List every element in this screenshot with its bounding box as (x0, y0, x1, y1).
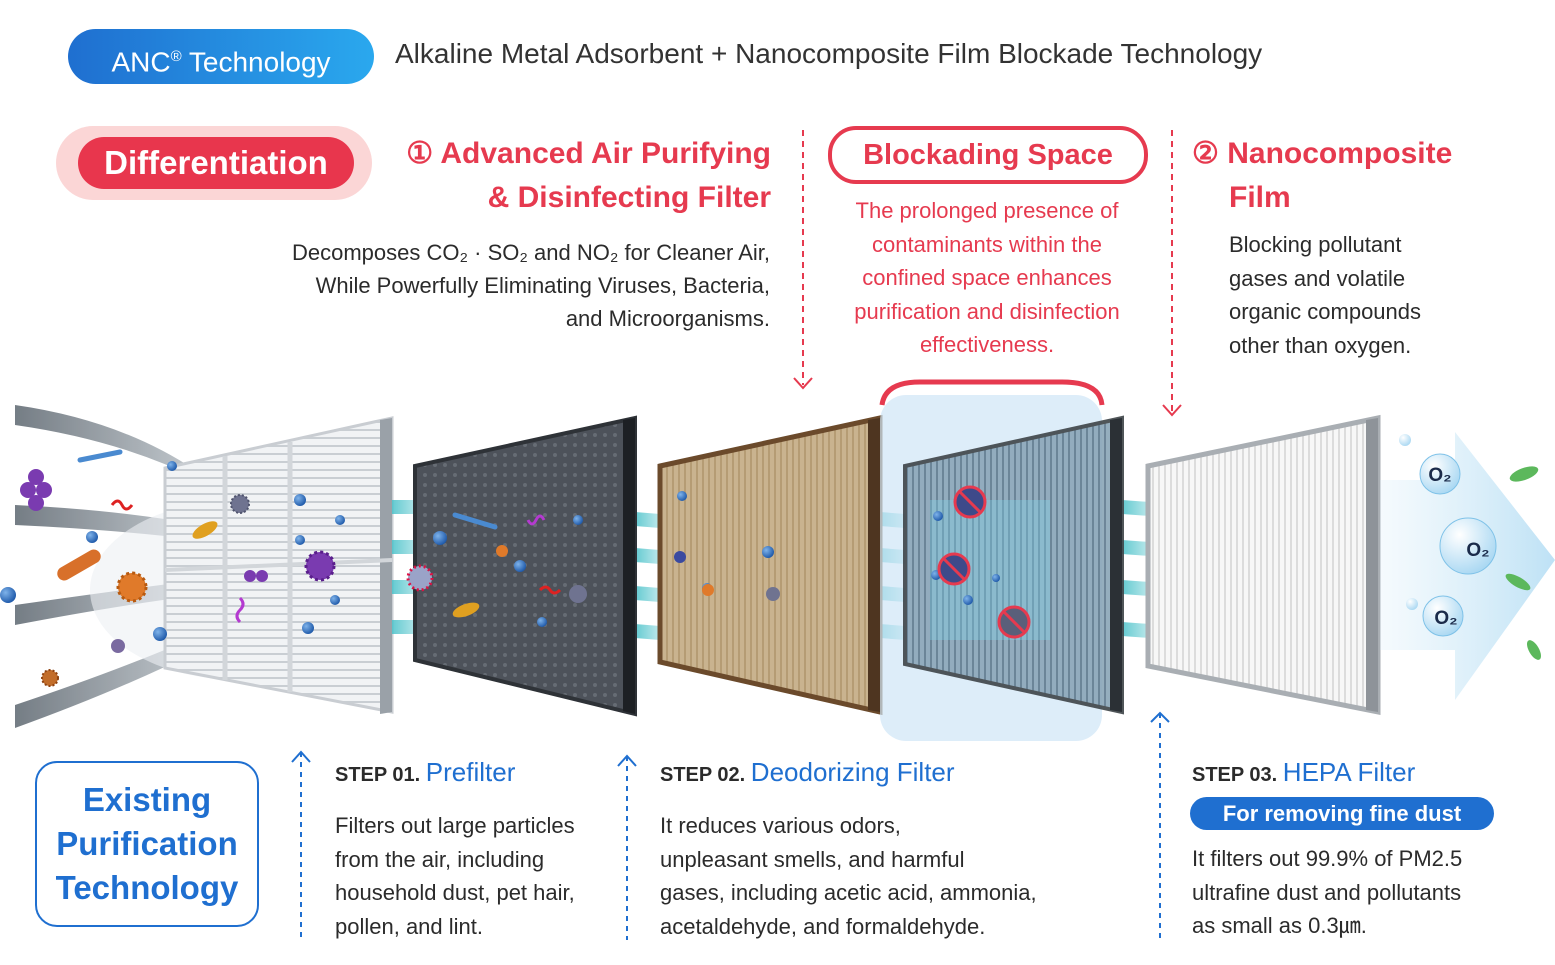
filter1-desc-line: and Microorganisms. (565, 306, 770, 331)
step1-desc-line: Filters out large particles (335, 813, 575, 838)
filter1-desc-line: While Powerfully Eliminating Viruses, Ba… (315, 273, 770, 298)
prohibited-icon (937, 485, 1031, 639)
deodorizing-filter-panel (657, 414, 883, 716)
filter1-title-line: & Disinfecting Filter (487, 181, 771, 214)
o2-label: O₂ (1428, 465, 1451, 486)
blockading-desc-line: purification and disinfection (854, 298, 1120, 324)
film-desc-line: other than oxygen. (1229, 332, 1412, 358)
blockading-description: The prolonged presence of contaminants w… (824, 194, 1150, 362)
step2-prefix: STEP 02. (660, 764, 746, 786)
step2-name: Deodorizing Filter (750, 757, 955, 787)
blockading-desc-line: contaminants within the (872, 231, 1102, 257)
step3-prefix: STEP 03. (1192, 764, 1278, 786)
step1-desc-line: from the air, including (335, 846, 545, 872)
o2-label: O₂ (1466, 540, 1489, 561)
filter1-desc-line: Decomposes CO₂ · SO₂ and NO₂ for Cleaner… (291, 240, 770, 265)
existing-line: Technology (55, 869, 239, 906)
dashed-arrow-icon (291, 711, 1170, 940)
step1-name: Prefilter (425, 757, 516, 787)
step1-prefix: STEP 01. (335, 764, 421, 786)
step1-desc-line: household dust, pet hair, (335, 880, 575, 905)
blockading-space-badge: Blockading Space (828, 126, 1148, 184)
dashed-arrow-icon (793, 130, 1182, 417)
blockading-desc-line: The prolonged presence of (855, 198, 1119, 223)
step2-desc-line: gases, including acetic acid, ammonia, (660, 880, 1037, 905)
film-title: ② Nanocomposite Film (1192, 132, 1452, 220)
leaf-icon (1505, 466, 1541, 660)
registered-mark: ® (170, 48, 182, 65)
step1-desc-line: pollen, and lint. (335, 913, 483, 939)
bacteria-icon (20, 449, 562, 624)
anc-badge-suffix: Technology (188, 46, 331, 78)
step3-name: HEPA Filter (1282, 757, 1416, 787)
fine-dust-badge: For removing fine dust (1190, 797, 1494, 830)
existing-line: Purification (56, 825, 238, 862)
film-title-line: ② Nanocomposite (1192, 137, 1453, 170)
blockading-desc-line: confined space enhances (862, 265, 1112, 290)
existing-line: Existing (82, 781, 212, 818)
page-subtitle: Alkaline Metal Adsorbent + Nanocomposite… (395, 38, 1263, 69)
step3-desc-line: as small as 0.3㎛. (1192, 913, 1367, 938)
film-desc-line: organic compounds (1229, 299, 1422, 324)
step3-description: It filters out 99.9% of PM2.5 ultrafine … (1192, 842, 1462, 943)
anc-technology-badge: ANC® Technology (68, 29, 374, 84)
blockading-desc-line: effectiveness. (919, 332, 1055, 357)
o2-label: O₂ (1434, 608, 1457, 629)
film-description: Blocking pollutant gases and volatile or… (1229, 228, 1421, 362)
step2-desc-line: acetaldehyde, and formaldehyde. (660, 913, 986, 939)
step3-desc-line: It filters out 99.9% of PM2.5 (1192, 846, 1463, 871)
filter1-description: Decomposes CO₂ · SO₂ and NO₂ for Cleaner… (292, 236, 770, 335)
film-desc-line: gases and volatile (1229, 265, 1406, 291)
nanocomposite-film-panel (903, 415, 1124, 715)
step2-desc-line: unpleasant smells, and harmful (660, 846, 965, 872)
differentiation-badge: Differentiation (78, 137, 354, 189)
film-desc-line: Blocking pollutant (1229, 232, 1402, 257)
oxygen-bubbles: O₂ O₂ O₂ (1399, 434, 1497, 637)
hepa-filter-panel (1145, 414, 1381, 716)
prefilter-panel (163, 416, 394, 714)
existing-technology-box: Existing Purification Technology (35, 761, 259, 927)
film-title-line: Film (1229, 181, 1291, 214)
filter1-title: ① Advanced Air Purifying & Disinfecting … (406, 132, 771, 220)
filter1-title-line: ① Advanced Air Purifying (406, 137, 771, 170)
anc-badge-text: ANC (111, 46, 171, 78)
step3-heading: STEP 03. HEPA Filter (1192, 757, 1415, 788)
step2-desc-line: It reduces various odors, (660, 813, 901, 838)
step3-desc-line: ultrafine dust and pollutants (1192, 879, 1462, 905)
step2-heading: STEP 02. Deodorizing Filter (660, 757, 955, 788)
step1-description: Filters out large particles from the air… (335, 809, 575, 943)
step2-description: It reduces various odors, unpleasant sme… (660, 809, 1037, 943)
virus-icon (41, 494, 780, 687)
step1-heading: STEP 01. Prefilter (335, 757, 515, 788)
